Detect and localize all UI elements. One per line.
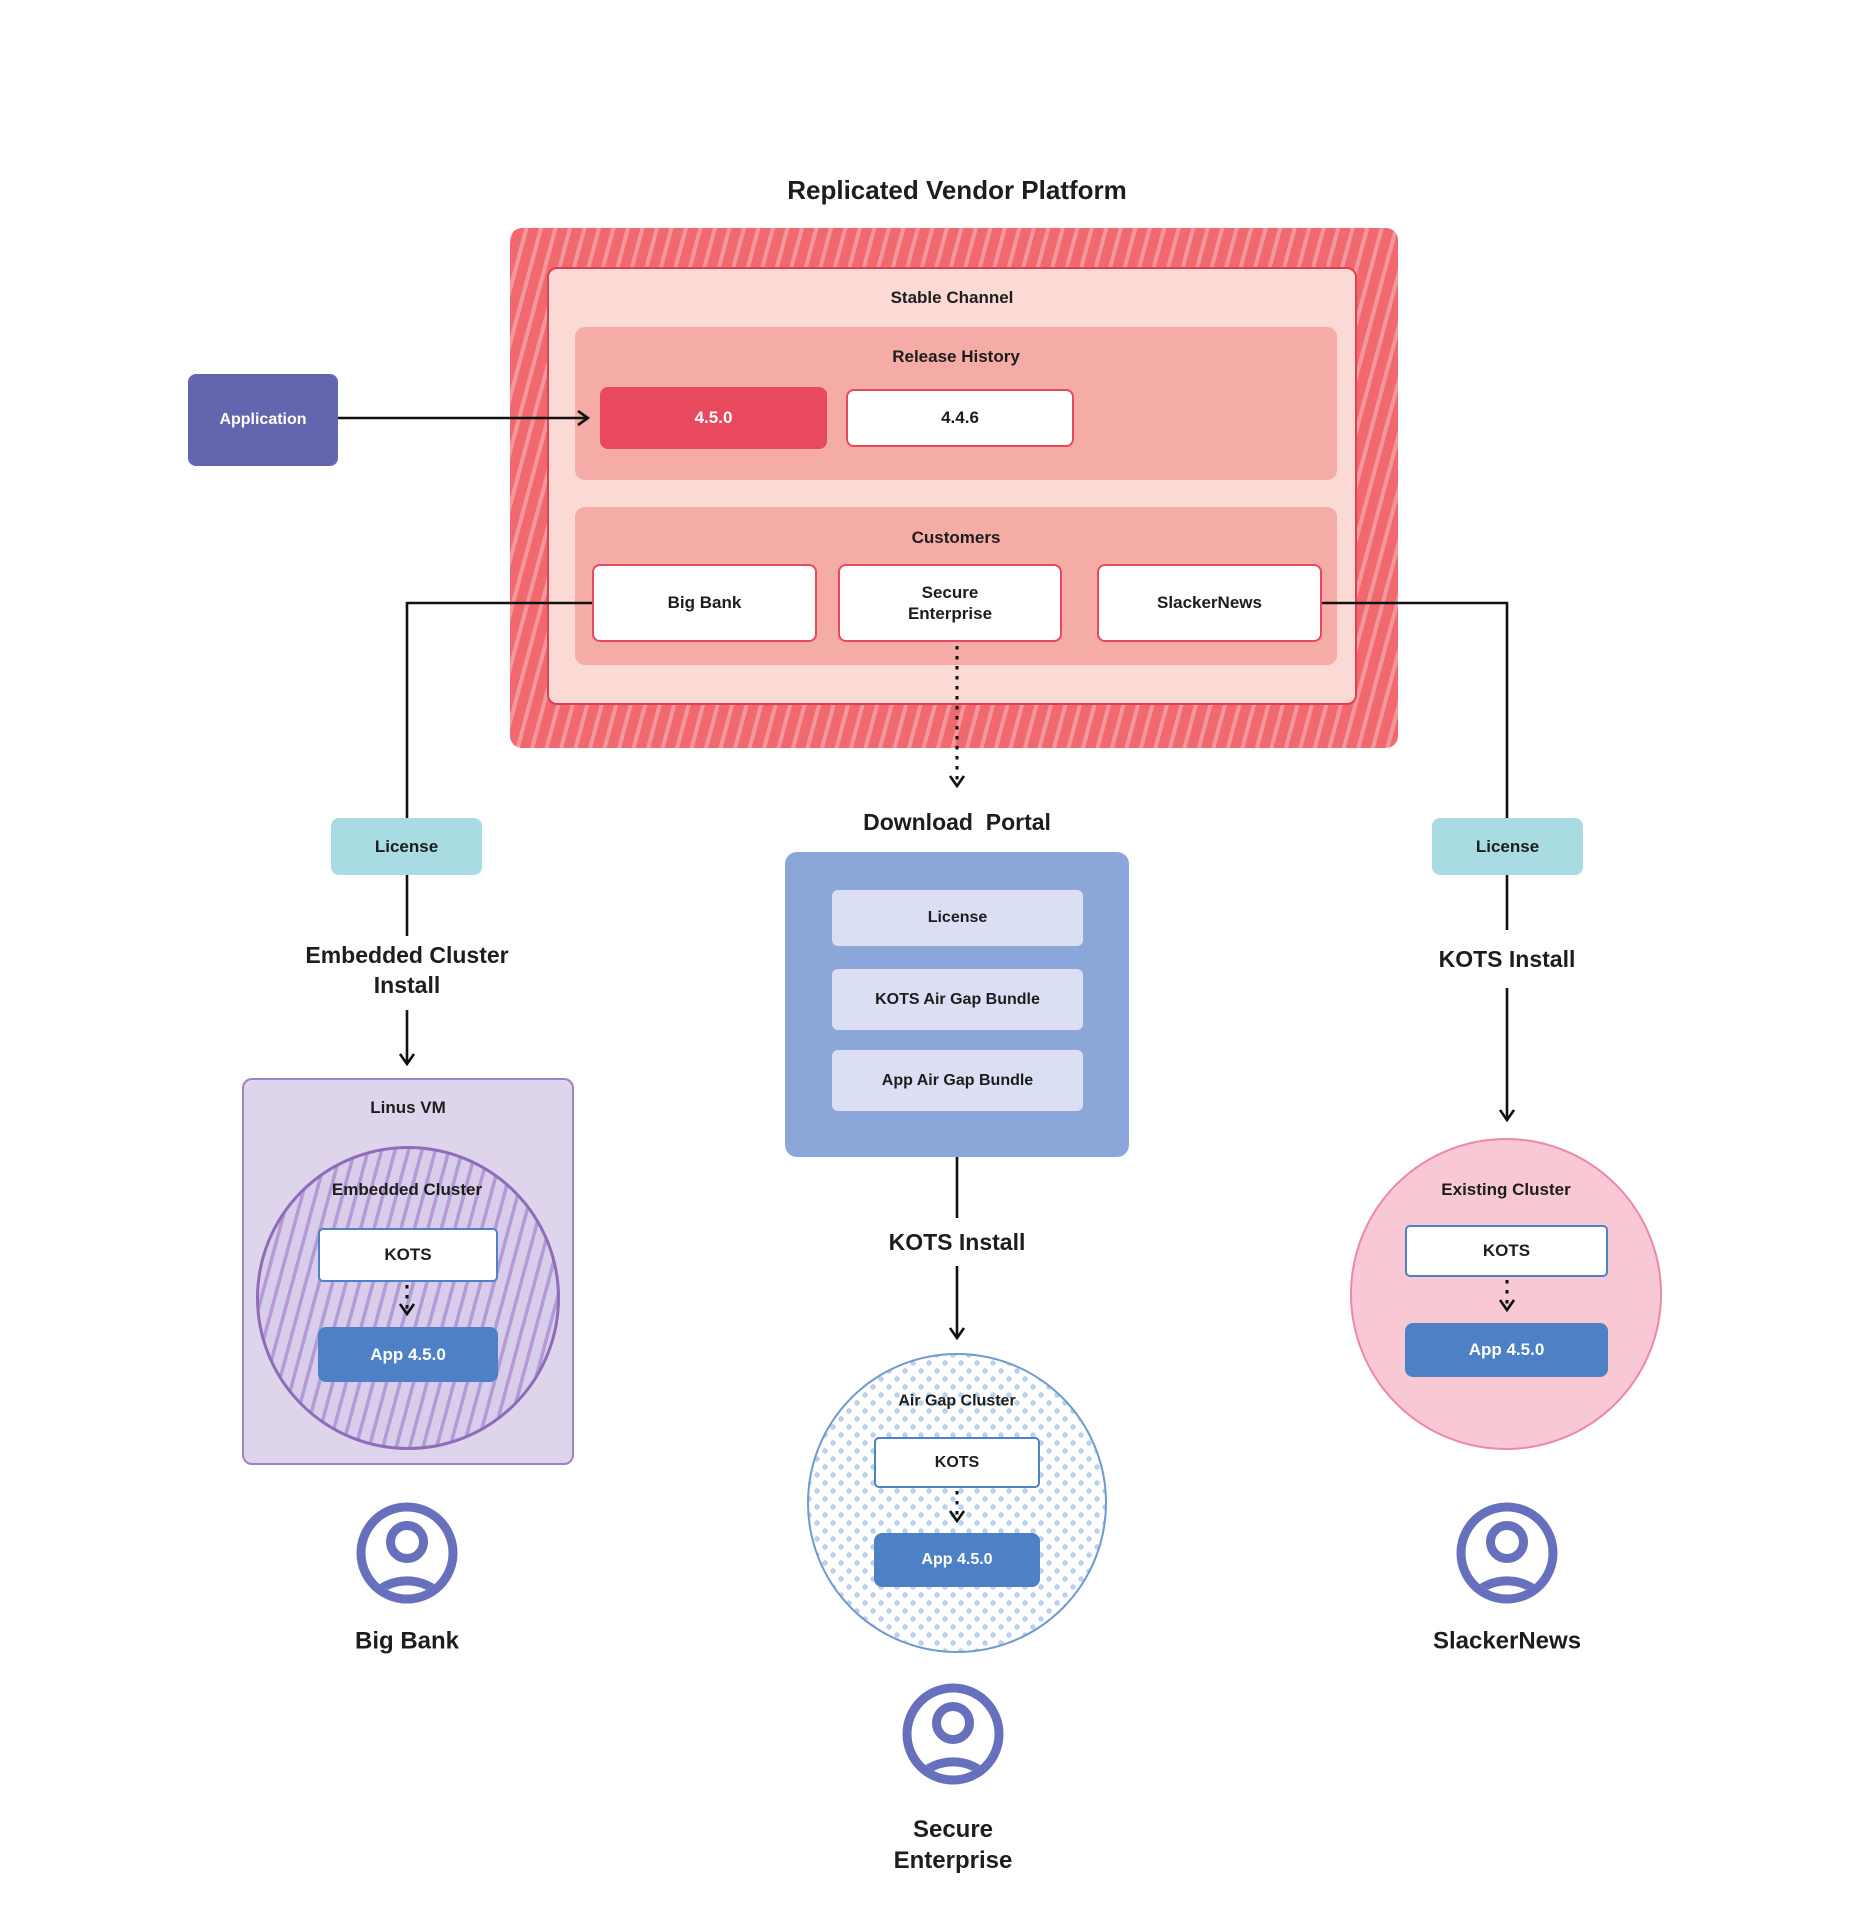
- release-previous-box: 4.4.6: [846, 389, 1074, 447]
- kots-install-label-center: KOTS Install: [888, 1229, 1026, 1256]
- embedded-cluster-label: Embedded Cluster: [331, 1179, 483, 1199]
- customers-label: Customers: [911, 527, 1001, 547]
- customer-secure-enterprise-box: Secure Enterprise: [838, 564, 1062, 642]
- linus-vm-label: Linus VM: [370, 1097, 446, 1117]
- release-current-box: 4.5.0: [600, 387, 827, 449]
- application-box: Application: [188, 374, 338, 466]
- persona-slackernews-label: SlackerNews: [1432, 1627, 1582, 1655]
- diagram-title: Replicated Vendor Platform: [787, 175, 1127, 206]
- kots-box-right: KOTS: [1405, 1225, 1608, 1277]
- persona-big-bank-label: Big Bank: [354, 1627, 460, 1655]
- portal-license-box: License: [830, 888, 1085, 948]
- license-box-right: License: [1432, 818, 1583, 875]
- air-gap-cluster-label: Air Gap Cluster: [898, 1392, 1016, 1410]
- existing-cluster-label: Existing Cluster: [1441, 1179, 1571, 1199]
- app-box-left: App 4.5.0: [318, 1327, 498, 1382]
- release-history-label: Release History: [892, 346, 1020, 366]
- user-icon: [1456, 1502, 1558, 1604]
- kots-install-label-right: KOTS Install: [1438, 946, 1576, 973]
- user-icon: [902, 1683, 1004, 1785]
- kots-box-center: KOTS: [874, 1437, 1040, 1488]
- customer-slackernews-box: SlackerNews: [1097, 564, 1322, 642]
- download-portal-label: Download Portal: [863, 809, 1051, 836]
- app-box-center: App 4.5.0: [874, 1533, 1040, 1587]
- app-box-right: App 4.5.0: [1405, 1323, 1608, 1377]
- kots-box-left: KOTS: [318, 1228, 498, 1282]
- portal-kots-bundle-box: KOTS Air Gap Bundle: [830, 967, 1085, 1032]
- customer-big-bank-box: Big Bank: [592, 564, 817, 642]
- embedded-cluster-install-label: Embedded Cluster Install: [305, 942, 509, 998]
- persona-secure-enterprise-label: Secure Enterprise: [893, 1815, 1013, 1874]
- embedded-cluster-circle: [256, 1146, 560, 1450]
- license-box-left: License: [331, 818, 482, 875]
- stable-channel-label: Stable Channel: [890, 287, 1014, 307]
- user-icon: [356, 1502, 458, 1604]
- portal-app-bundle-box: App Air Gap Bundle: [830, 1048, 1085, 1113]
